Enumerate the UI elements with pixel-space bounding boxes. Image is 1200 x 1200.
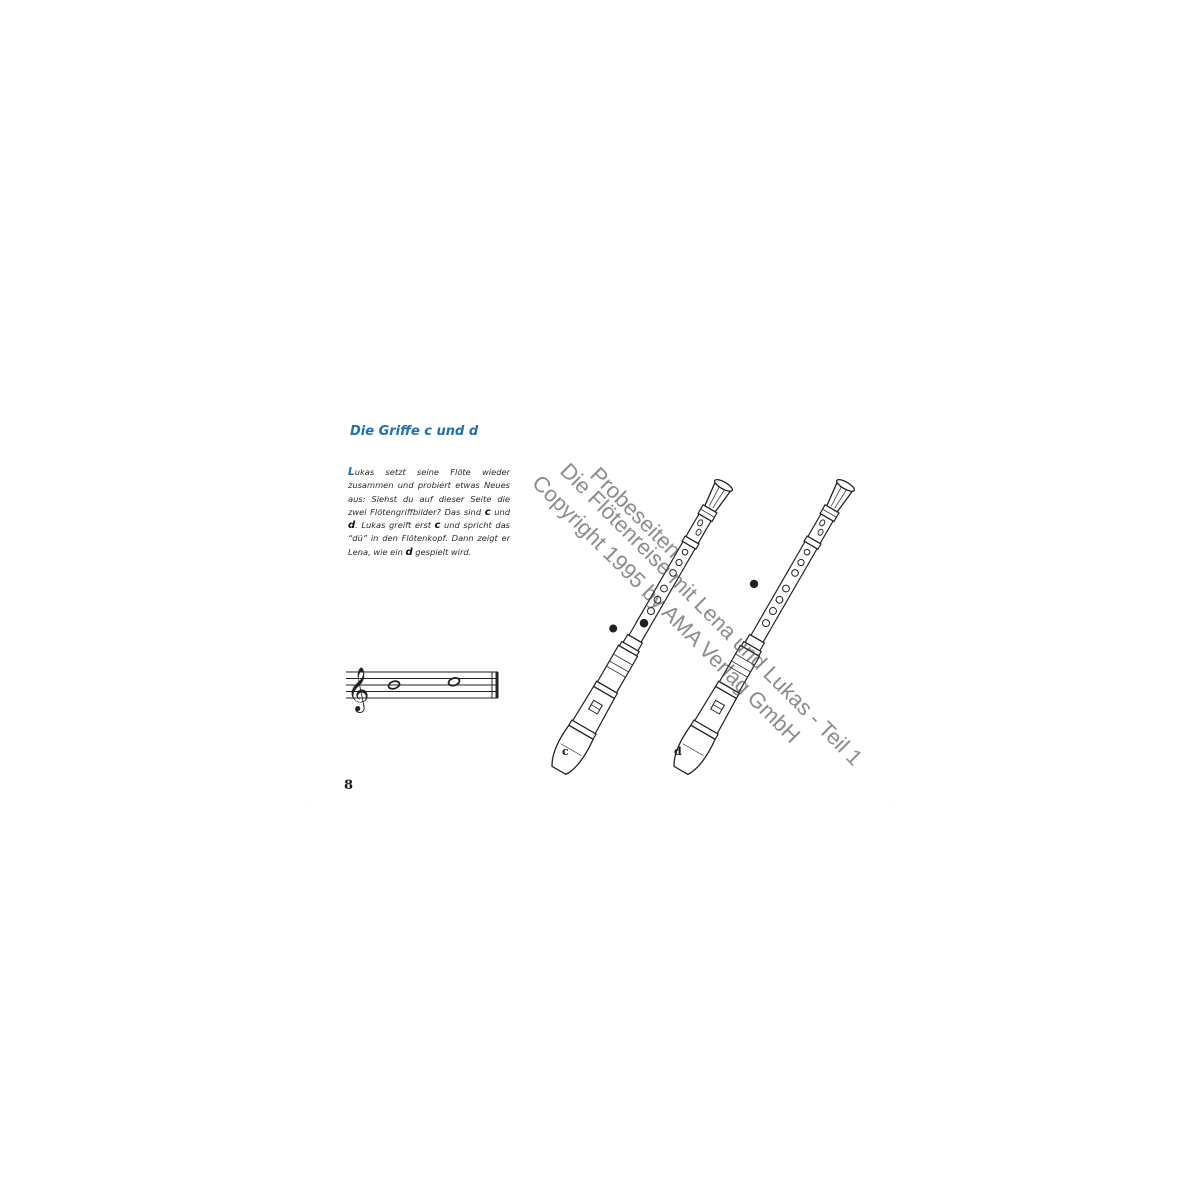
finger-holes-c: [639, 548, 689, 628]
fingering-label-d: d: [674, 745, 682, 758]
recorder-c: [545, 474, 739, 779]
whole-note-c: [387, 680, 401, 690]
thumb-hole-d: [749, 579, 759, 589]
fingering-label-c: c: [562, 745, 569, 758]
finger-holes-d: [762, 548, 811, 628]
treble-clef-icon: 𝄞: [347, 667, 369, 713]
fingering-charts: [545, 474, 861, 779]
note-name-c: c: [484, 506, 491, 518]
note-name-c-2: c: [434, 520, 441, 532]
music-staff: 𝄞: [346, 667, 499, 713]
page-number: 8: [344, 778, 354, 793]
staff-lines: [346, 671, 498, 699]
note-name-d-2: d: [405, 546, 413, 558]
drop-initial: L: [348, 466, 355, 478]
paragraph-part-1: ukas setzt seine Flöte wieder zusammen u…: [348, 467, 510, 517]
body-paragraph: Lukas setzt seine Flöte wieder zusammen …: [348, 466, 510, 559]
final-barline: [491, 672, 499, 698]
note-name-d: d: [348, 520, 356, 532]
page-title: Die Griffe c und d: [350, 424, 479, 439]
whole-note-d: [447, 677, 461, 687]
paragraph-part-5: gespielt wird.: [412, 546, 472, 557]
thumb-hole-c: [609, 624, 618, 633]
book-page: Die Griffe c und d Lukas setzt seine Flö…: [308, 392, 894, 806]
paragraph-part-4: und spricht das “dü” in den Flötenkopf. …: [348, 520, 511, 557]
recorder-d: [667, 474, 861, 779]
paragraph-part-2: und: [490, 506, 511, 517]
paragraph-part-3: . Lukas greift erst: [355, 520, 435, 531]
